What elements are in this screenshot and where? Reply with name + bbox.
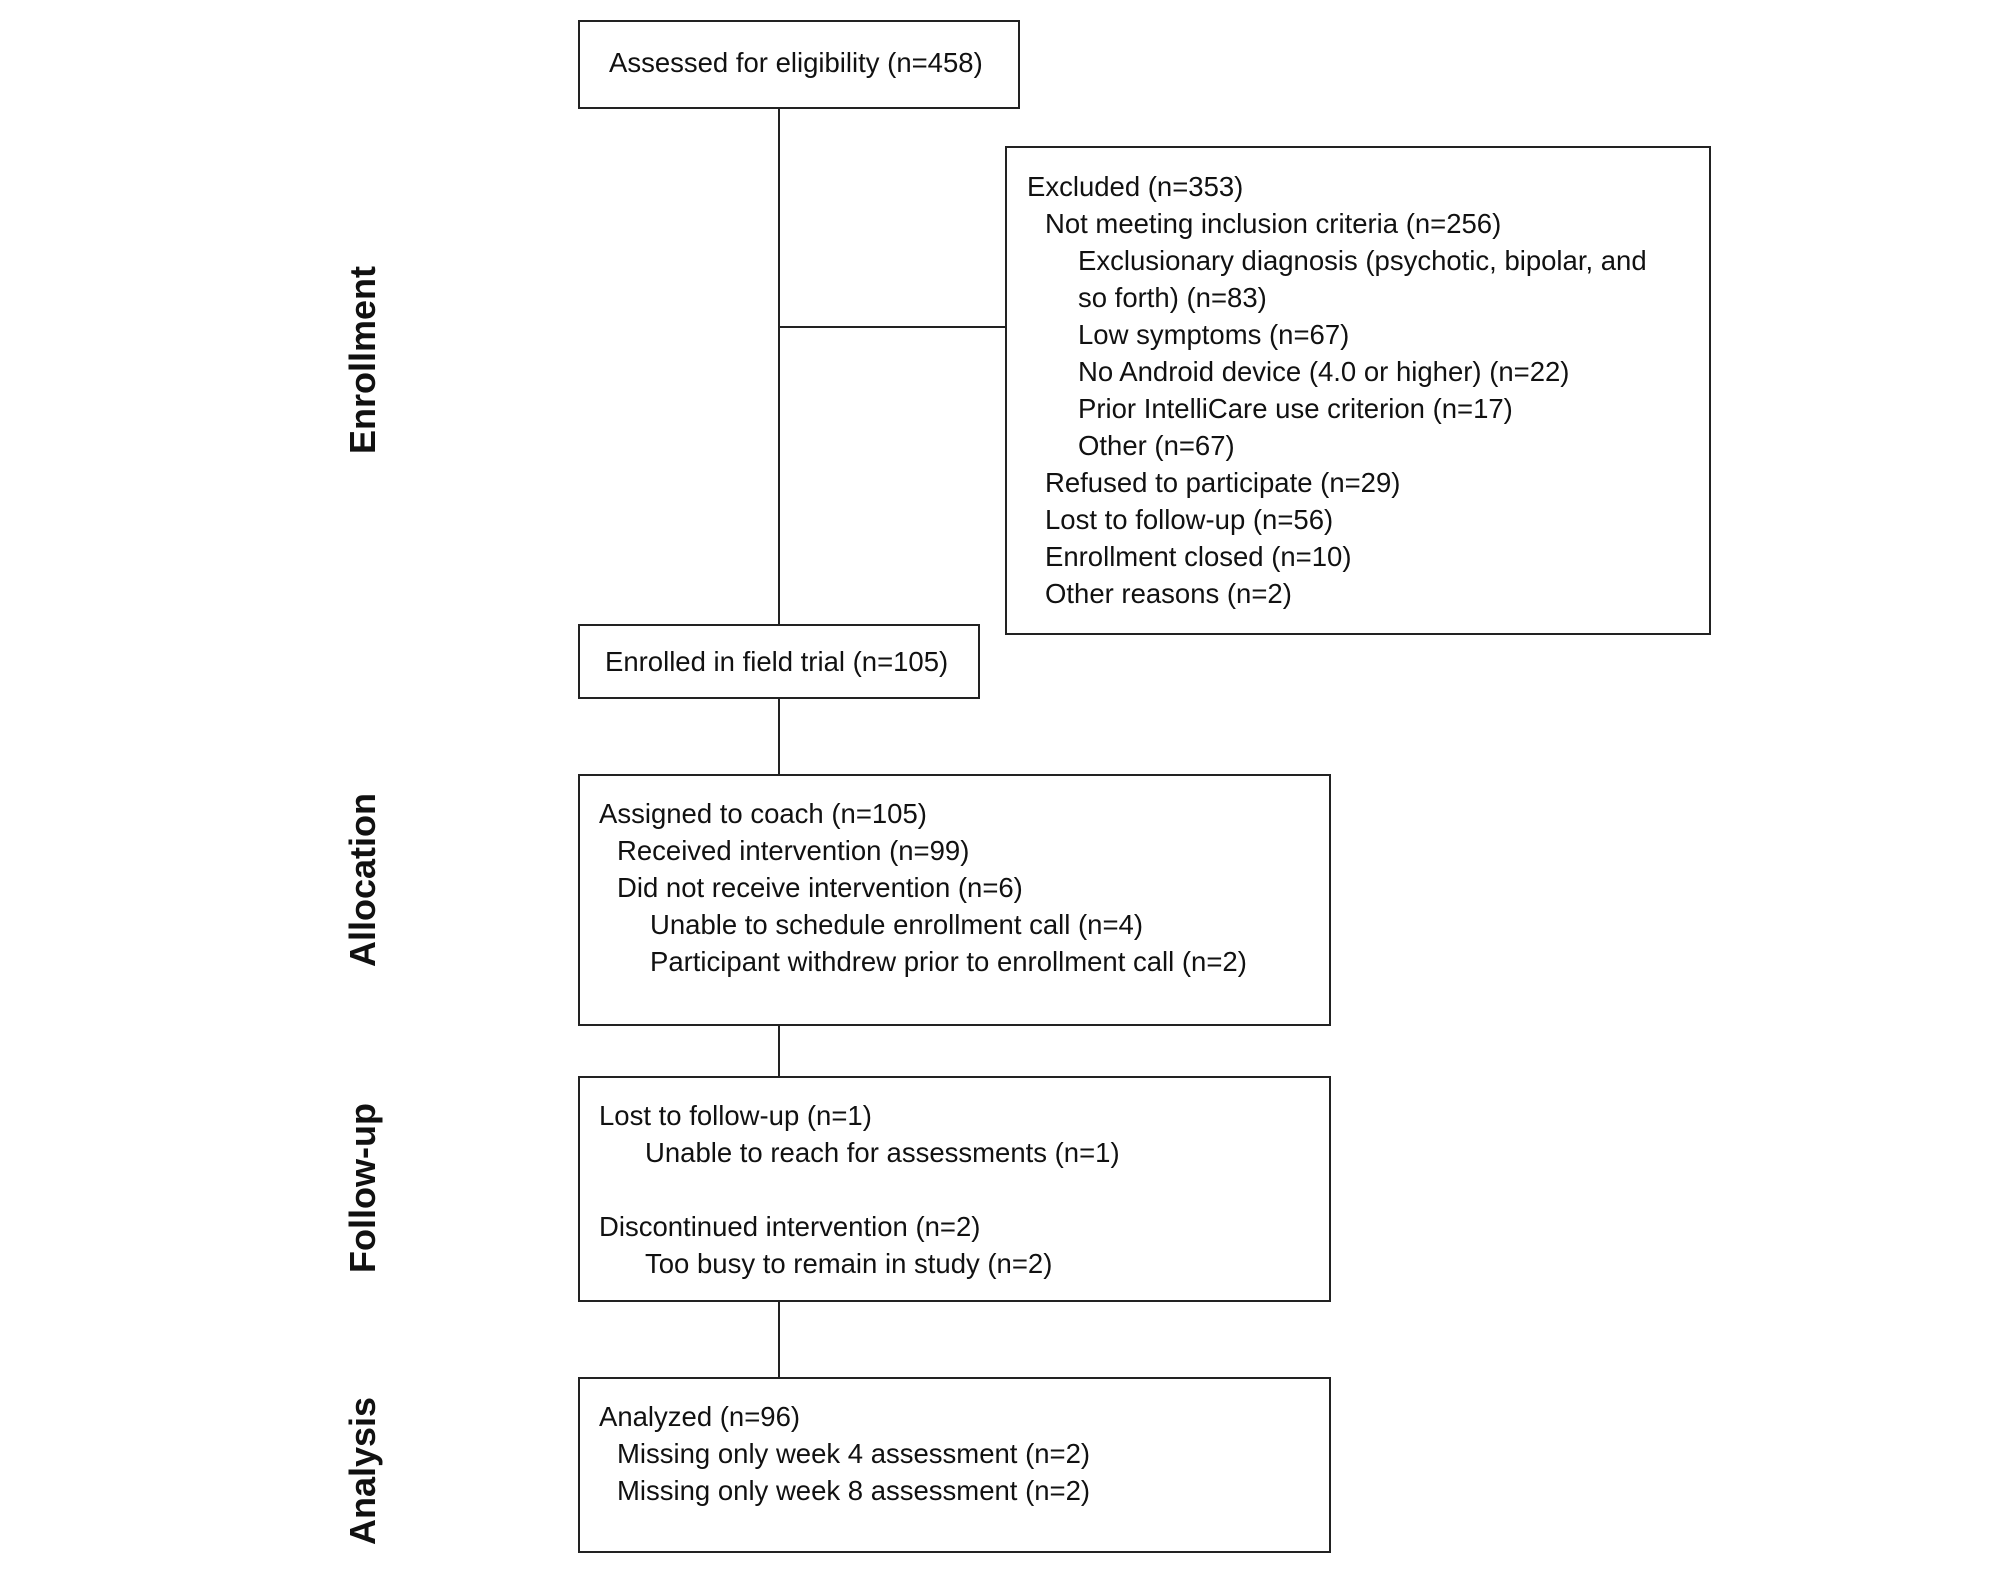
allocation-text-block: Assigned to coach (n=105) Received inter… — [599, 795, 1247, 980]
excluded-enrollment-closed: Enrollment closed (n=10) — [1045, 541, 1352, 572]
stage-label-analysis: Analysis — [342, 1396, 383, 1546]
followup-lost: Lost to follow-up (n=1) — [599, 1100, 872, 1131]
allocation-withdrew: Participant withdrew prior to enrollment… — [650, 946, 1247, 977]
allocation-received: Received intervention (n=99) — [617, 835, 970, 866]
followup-text-block: Lost to follow-up (n=1) Unable to reach … — [599, 1097, 1120, 1282]
followup-discontinued: Discontinued intervention (n=2) — [599, 1211, 981, 1242]
connector-followup-to-analysis — [778, 1301, 780, 1379]
connector-to-excluded — [778, 326, 1007, 328]
stage-label-follow-up: Follow-up — [342, 1103, 383, 1273]
allocation-did-not-receive: Did not receive intervention (n=6) — [617, 872, 1023, 903]
analysis-box: Analyzed (n=96) Missing only week 4 asse… — [578, 1377, 1331, 1553]
allocation-unable-schedule: Unable to schedule enrollment call (n=4) — [650, 909, 1143, 940]
followup-unable-reach: Unable to reach for assessments (n=1) — [645, 1137, 1120, 1168]
followup-too-busy: Too busy to remain in study (n=2) — [645, 1248, 1053, 1279]
allocation-assigned: Assigned to coach (n=105) — [599, 798, 927, 829]
connector-enrolled-to-allocation — [778, 697, 780, 776]
assessed-box: Assessed for eligibility (n=458) — [578, 20, 1020, 109]
enrolled-box: Enrolled in field trial (n=105) — [578, 624, 980, 699]
enrolled-text: Enrolled in field trial (n=105) — [605, 646, 949, 677]
connector-assessed-to-enrolled — [778, 108, 780, 625]
stage-label-allocation: Allocation — [342, 792, 383, 968]
excluded-exclusionary-line1: Exclusionary diagnosis (psychotic, bipol… — [1078, 245, 1647, 276]
followup-box: Lost to follow-up (n=1) Unable to reach … — [578, 1076, 1331, 1302]
followup-spacer — [599, 1171, 1120, 1208]
assessed-text: Assessed for eligibility (n=458) — [609, 47, 983, 78]
analysis-analyzed: Analyzed (n=96) — [599, 1401, 801, 1432]
excluded-lost: Lost to follow-up (n=56) — [1045, 504, 1334, 535]
analysis-missing-week8: Missing only week 8 assessment (n=2) — [617, 1475, 1091, 1506]
excluded-text-block: Excluded (n=353) Not meeting inclusion c… — [1027, 168, 1647, 612]
excluded-refused: Refused to participate (n=29) — [1045, 467, 1401, 498]
excluded-other-reasons: Other reasons (n=2) — [1045, 578, 1292, 609]
excluded-title: Excluded (n=353) — [1027, 171, 1244, 202]
excluded-prior-intellicare: Prior IntelliCare use criterion (n=17) — [1078, 393, 1513, 424]
analysis-missing-week4: Missing only week 4 assessment (n=2) — [617, 1438, 1091, 1469]
excluded-not-meeting: Not meeting inclusion criteria (n=256) — [1045, 208, 1502, 239]
excluded-exclusionary-line2: so forth) (n=83) — [1078, 282, 1267, 313]
allocation-box: Assigned to coach (n=105) Received inter… — [578, 774, 1331, 1026]
excluded-other: Other (n=67) — [1078, 430, 1235, 461]
excluded-box: Excluded (n=353) Not meeting inclusion c… — [1005, 146, 1711, 635]
stage-label-enrollment: Enrollment — [342, 265, 383, 455]
connector-allocation-to-followup — [778, 1025, 780, 1077]
analysis-text-block: Analyzed (n=96) Missing only week 4 asse… — [599, 1398, 1090, 1509]
excluded-low-symptoms: Low symptoms (n=67) — [1078, 319, 1350, 350]
excluded-no-android: No Android device (4.0 or higher) (n=22) — [1078, 356, 1570, 387]
